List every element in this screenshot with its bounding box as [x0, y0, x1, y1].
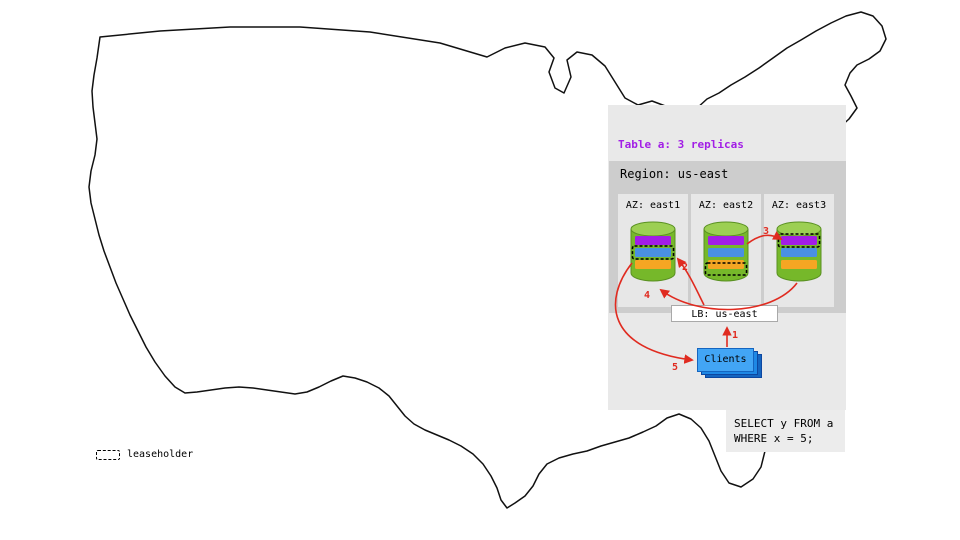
index-a-replica-band — [708, 248, 744, 257]
az-east1: AZ: east1 — [618, 194, 688, 307]
region-title: Region: us-east — [620, 167, 729, 181]
az-east1-label: AZ: east1 — [625, 200, 681, 211]
cylinder-top — [776, 221, 822, 237]
load-balancer-box: LB: us-east — [671, 305, 778, 322]
table-b-replica-band — [708, 260, 744, 269]
sql-statement-box: SELECT y FROM a WHERE x = 5; — [726, 410, 845, 452]
table-a-replica-band — [635, 236, 671, 245]
topology-panel: Table a: 3 replicas Index a: 3 replicas … — [608, 105, 846, 410]
legend-table-a: Table a: 3 replicas — [618, 138, 744, 151]
step-label-1: 1 — [732, 330, 739, 341]
leaseholder-swatch-icon — [96, 449, 120, 460]
az-east3-label: AZ: east3 — [771, 200, 827, 211]
db-cylinder-east1 — [630, 221, 676, 282]
clients-box: Clients — [697, 348, 754, 372]
db-cylinder-east2 — [703, 221, 749, 282]
cylinder-top — [630, 221, 676, 237]
index-a-replica-band — [781, 248, 817, 257]
sql-line-1: SELECT y FROM a — [734, 417, 834, 430]
db-cylinder-east3 — [776, 221, 822, 282]
table-b-replica-band — [635, 260, 671, 269]
step-label-2: 2 — [682, 262, 689, 273]
az-east3: AZ: east3 — [764, 194, 834, 307]
cylinder-top — [703, 221, 749, 237]
step-label-3: 3 — [763, 226, 770, 237]
leaseholder-legend: leaseholder — [96, 449, 193, 460]
az-east2: AZ: east2 — [691, 194, 761, 307]
leaseholder-legend-label: leaseholder — [127, 449, 194, 460]
table-b-replica-band — [781, 260, 817, 269]
az-row: AZ: east1 AZ: east2 — [618, 194, 834, 307]
sql-line-2: WHERE x = 5; — [734, 432, 814, 445]
step-label-5: 5 — [672, 362, 679, 373]
table-a-replica-band — [781, 236, 817, 245]
step-label-4: 4 — [644, 290, 651, 301]
leaseholder-outline-index-a — [631, 245, 675, 260]
az-east2-label: AZ: east2 — [698, 200, 754, 211]
clients-stack: Clients — [697, 348, 767, 384]
index-a-replica-band — [635, 248, 671, 257]
table-a-replica-band — [708, 236, 744, 245]
